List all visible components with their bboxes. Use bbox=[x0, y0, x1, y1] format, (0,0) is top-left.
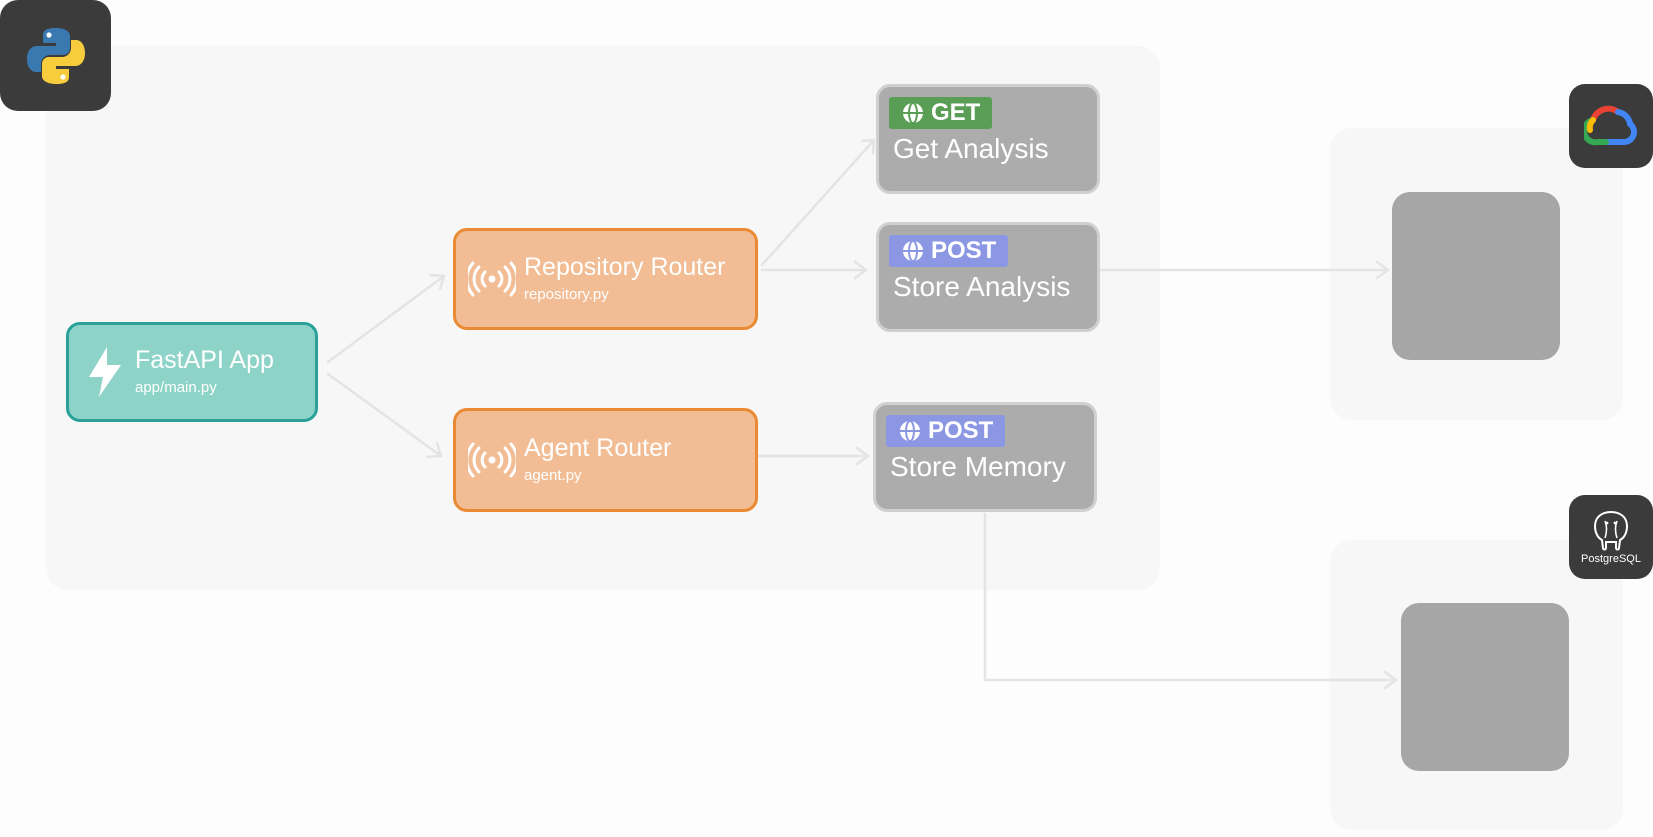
app-file: app/main.py bbox=[135, 379, 217, 396]
broadcast-signal-icon bbox=[468, 261, 516, 297]
arrowhead bbox=[853, 260, 868, 280]
arrowhead bbox=[425, 441, 443, 459]
post-method-label: POST bbox=[931, 237, 997, 264]
arrowhead bbox=[860, 138, 876, 155]
store-analysis-title: Store Analysis bbox=[893, 271, 1071, 302]
agent-router-title: Agent Router bbox=[524, 434, 672, 462]
arrowhead bbox=[855, 446, 870, 466]
globe-icon bbox=[903, 240, 923, 262]
get-method-badge: GET bbox=[889, 97, 993, 129]
python-logo-icon bbox=[26, 27, 85, 84]
fastapi-app-node[interactable]: FastAPI App app/main.py bbox=[66, 322, 318, 422]
get-analysis-endpoint[interactable]: GET Get Analysis bbox=[876, 84, 1100, 194]
repository-router-title: Repository Router bbox=[524, 253, 726, 281]
arrowhead bbox=[1383, 670, 1398, 690]
post-method-badge: POST bbox=[886, 415, 1006, 447]
get-method-label: GET bbox=[931, 99, 981, 126]
arrowhead bbox=[1375, 260, 1390, 280]
globe-icon bbox=[900, 420, 920, 442]
database-node[interactable] bbox=[1401, 603, 1569, 771]
repository-router-node[interactable]: Repository Router repository.py bbox=[453, 228, 758, 330]
repository-router-file: repository.py bbox=[524, 286, 609, 303]
post-method-badge: POST bbox=[889, 235, 1009, 267]
get-analysis-title: Get Analysis bbox=[893, 133, 1049, 164]
edge-app-to-agent-router bbox=[326, 372, 443, 458]
google-cloud-logo-icon bbox=[1584, 105, 1637, 146]
store-memory-title: Store Memory bbox=[890, 451, 1066, 482]
store-analysis-endpoint[interactable]: POST Store Analysis bbox=[876, 222, 1100, 332]
postgresql-elephant-icon bbox=[1593, 510, 1629, 551]
edge-repository-to-get-analysis bbox=[760, 138, 876, 267]
arrowhead bbox=[428, 273, 446, 291]
edge-store-memory-to-database bbox=[983, 512, 1398, 682]
python-logo-badge bbox=[0, 0, 111, 111]
google-cloud-badge bbox=[1569, 84, 1653, 168]
agent-router-file: agent.py bbox=[524, 467, 582, 484]
app-title: FastAPI App bbox=[135, 346, 274, 374]
postgresql-badge: PostgreSQL bbox=[1569, 495, 1653, 579]
edge-app-to-repository-router bbox=[326, 274, 446, 364]
broadcast-signal-icon bbox=[468, 442, 516, 478]
postgresql-label: PostgreSQL bbox=[1581, 553, 1641, 565]
post-method-label: POST bbox=[928, 417, 994, 444]
store-memory-endpoint[interactable]: POST Store Memory bbox=[873, 402, 1097, 512]
lightning-bolt-icon bbox=[89, 347, 121, 397]
agent-router-node[interactable]: Agent Router agent.py bbox=[453, 408, 758, 512]
cloud-storage-node[interactable] bbox=[1392, 192, 1560, 360]
globe-icon bbox=[903, 102, 923, 124]
